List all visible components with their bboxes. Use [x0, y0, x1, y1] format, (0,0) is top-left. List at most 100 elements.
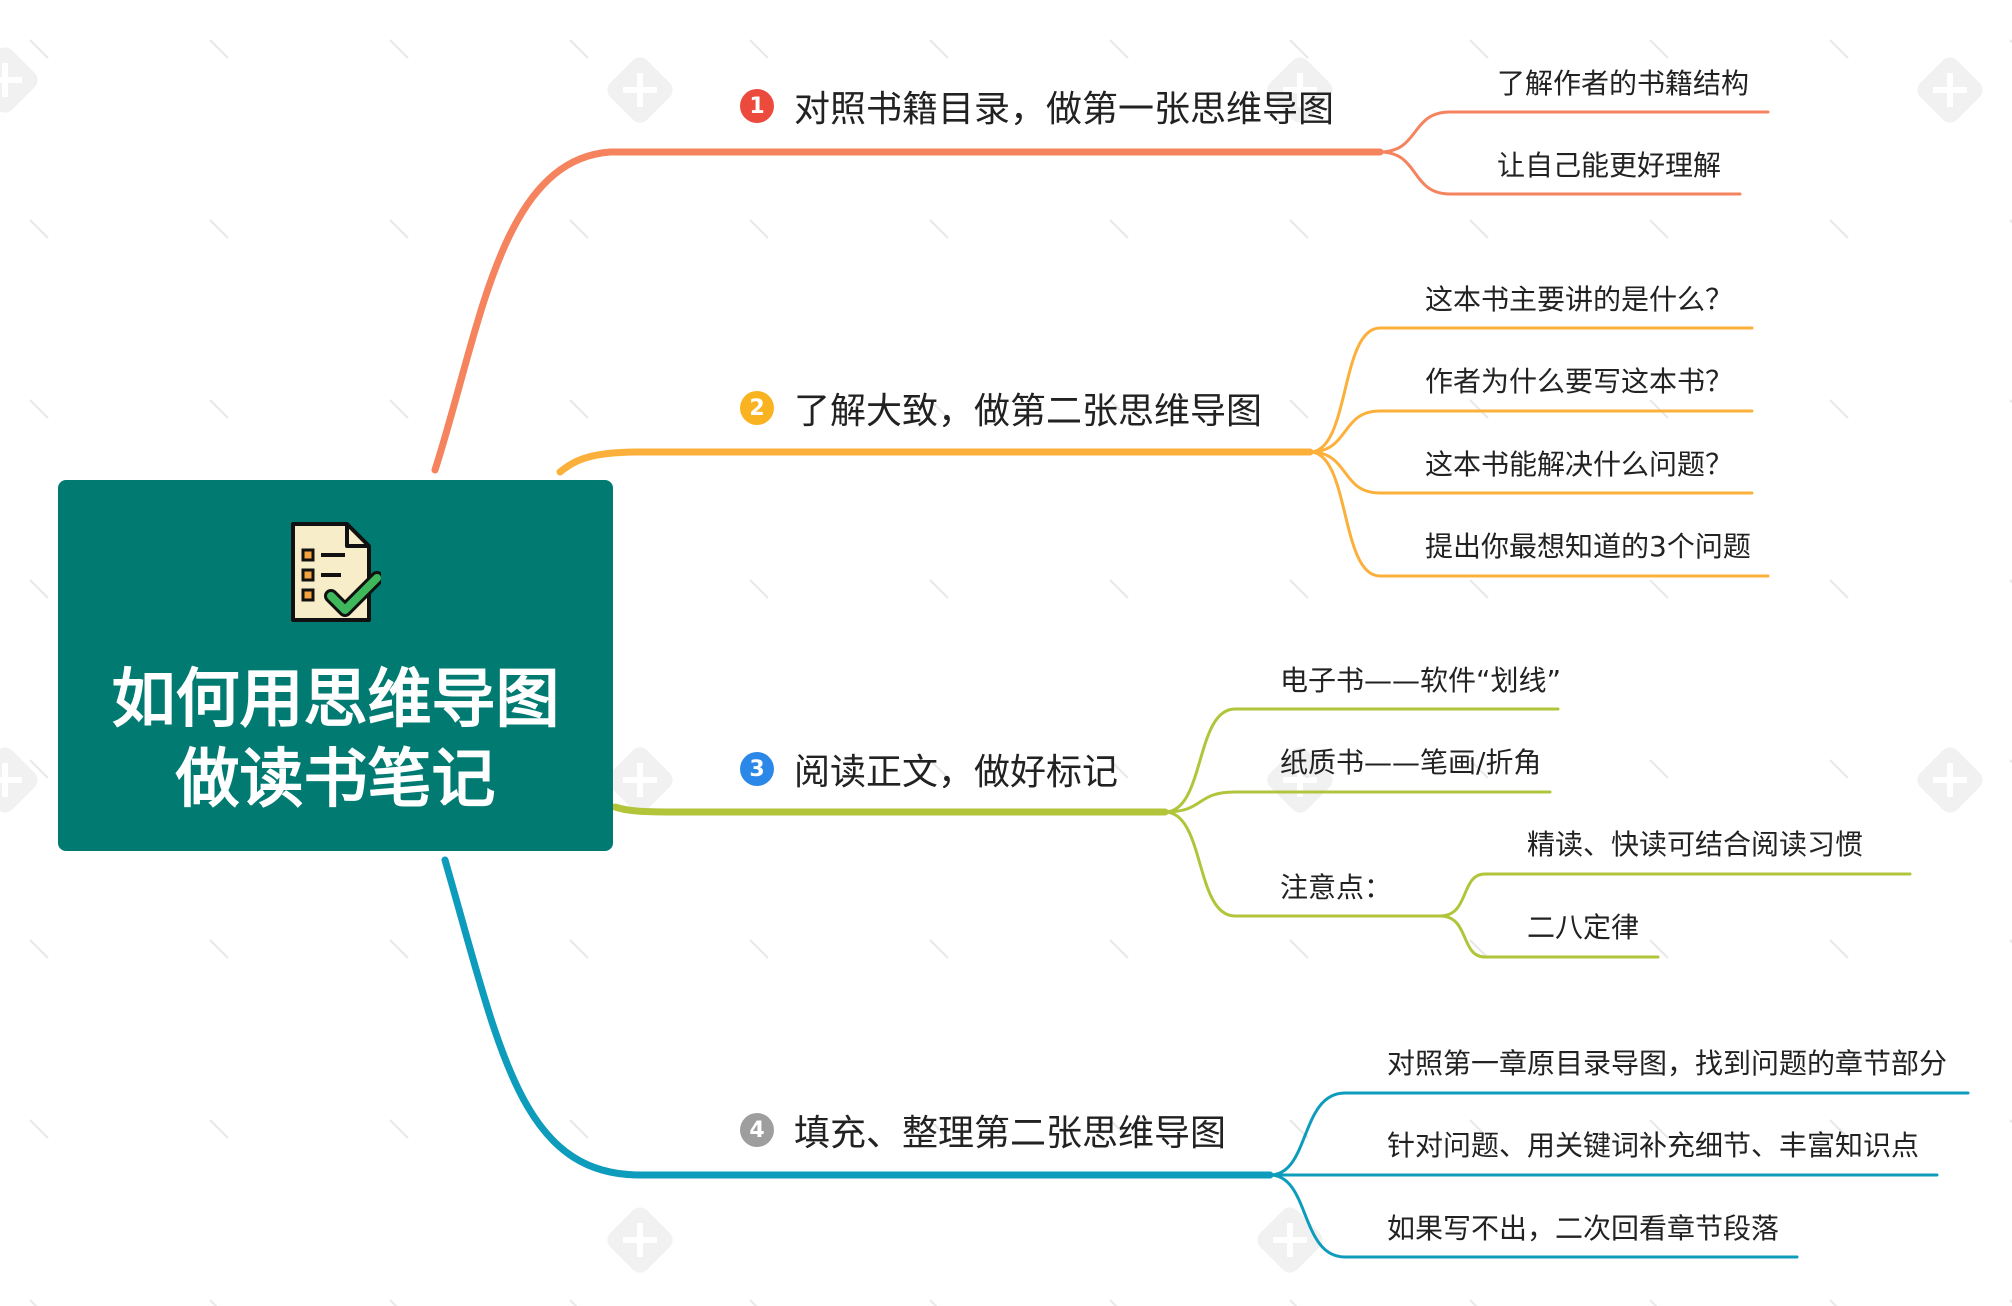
xmind-watermark-icon [1917, 747, 1983, 813]
watermark-stroke [209, 399, 229, 419]
branch-1[interactable]: 1 对照书籍目录，做第一张思维导图 [740, 80, 1334, 132]
watermark-stroke [209, 1119, 229, 1139]
watermark-stroke [1829, 1299, 1838, 1306]
watermark-stroke [569, 1299, 578, 1306]
watermark-stroke [389, 219, 409, 239]
xmind-watermark-icon [607, 747, 673, 813]
branch-3-child-3[interactable]: 注意点： [1280, 871, 1393, 904]
xmind-watermark-icon [1267, 57, 1333, 123]
branch-1-child-2[interactable]: 让自己能更好理解 [1497, 149, 1722, 182]
watermark-stroke [1109, 219, 1129, 239]
watermark-stroke [389, 39, 409, 59]
watermark-stroke [29, 939, 49, 959]
watermark-stroke [1649, 939, 1669, 959]
watermark-stroke [1469, 1119, 1489, 1139]
watermark-stroke [209, 1299, 218, 1306]
branch-4-child-1[interactable]: 对照第一章原目录导图，找到问题的章节部分 [1387, 1047, 1948, 1080]
connector-branch-4-child-3 [1268, 1173, 1799, 1259]
number-badge-3: 3 [740, 752, 774, 786]
watermark-stroke [389, 1299, 398, 1306]
watermark-stroke [1289, 399, 1309, 419]
watermark-stroke [749, 219, 769, 239]
watermark-stroke [29, 399, 49, 419]
connector-branch-3 [611, 803, 1169, 816]
root-topic[interactable]: 如何用思维导图 做读书笔记 [58, 480, 613, 851]
xmind-watermark-icon [0, 747, 38, 813]
watermark-stroke [29, 1119, 49, 1139]
watermark-stroke [749, 939, 769, 959]
branch-3[interactable]: 3 阅读正文，做好标记 [740, 743, 1118, 795]
watermark-stroke [929, 399, 949, 419]
watermark-stroke [929, 759, 949, 779]
connector-branch-3-subchild-2 [1438, 914, 1660, 959]
xmind-watermark-icon [1267, 747, 1333, 813]
watermark-stroke [1469, 39, 1489, 59]
watermark-stroke [29, 39, 49, 59]
watermark-stroke [1109, 939, 1129, 959]
watermark-stroke [1109, 1299, 1118, 1306]
connector-branch-2-child-4 [1308, 450, 1770, 578]
watermark-stroke [1829, 759, 1849, 779]
watermark-stroke [29, 759, 49, 779]
watermark-stroke [1649, 579, 1669, 599]
watermark-stroke [1289, 39, 1309, 59]
checklist-icon [291, 522, 381, 622]
branch-4[interactable]: 4 填充、整理第二张思维导图 [740, 1104, 1226, 1156]
branch-2-label: 了解大致，做第二张思维导图 [794, 391, 1263, 432]
branch-3-subchild-1[interactable]: 精读、快读可结合阅读习惯 [1527, 828, 1864, 861]
watermark-stroke [1109, 759, 1129, 779]
watermark-stroke [929, 219, 949, 239]
watermark-stroke [1649, 1299, 1658, 1306]
watermark-stroke [1469, 399, 1489, 419]
watermark-stroke [1469, 579, 1489, 599]
watermark-stroke [929, 1119, 949, 1139]
watermark-stroke [1649, 1119, 1669, 1139]
watermark-stroke [569, 219, 589, 239]
watermark-stroke [1829, 939, 1849, 959]
watermark-stroke [569, 399, 589, 419]
watermark-stroke [209, 39, 229, 59]
watermark-stroke [1829, 399, 1849, 419]
watermark-stroke [1109, 579, 1129, 599]
branch-4-child-2[interactable]: 针对问题、用关键词补充细节、丰富知识点 [1387, 1129, 1920, 1162]
watermark-stroke [1289, 219, 1309, 239]
branch-1-label: 对照书籍目录，做第一张思维导图 [794, 89, 1335, 130]
connector-branch-3-child-3 [1163, 810, 1442, 918]
branch-2-child-4[interactable]: 提出你最想知道的3个问题 [1425, 530, 1751, 563]
branch-3-subchild-2[interactable]: 二八定律 [1527, 911, 1640, 944]
watermark-stroke [749, 579, 769, 599]
number-badge-1: 1 [740, 89, 774, 123]
branch-3-child-2[interactable]: 纸质书——笔画/折角 [1280, 746, 1542, 779]
watermark-stroke [1649, 759, 1669, 779]
branch-2-child-3[interactable]: 这本书能解决什么问题？ [1425, 448, 1734, 481]
branch-1-child-1[interactable]: 了解作者的书籍结构 [1497, 67, 1750, 100]
watermark-stroke [929, 1299, 938, 1306]
watermark-stroke [1289, 1299, 1298, 1306]
watermark-stroke [1649, 219, 1669, 239]
watermark-stroke [1469, 1299, 1478, 1306]
watermark-stroke [929, 579, 949, 599]
watermark-stroke [1829, 219, 1849, 239]
branch-4-child-3[interactable]: 如果写不出，二次回看章节段落 [1387, 1212, 1780, 1245]
watermark-stroke [29, 219, 49, 239]
watermark-stroke [929, 939, 949, 959]
root-title: 如何用思维导图 做读书笔记 [111, 663, 560, 817]
connector-branch-3-child-2 [1163, 790, 1552, 814]
watermark-stroke [569, 1119, 589, 1139]
branch-3-child-1[interactable]: 电子书——软件“划线” [1280, 664, 1562, 697]
xmind-watermark-icon [1917, 57, 1983, 123]
branch-2-child-1[interactable]: 这本书主要讲的是什么？ [1425, 283, 1734, 316]
branch-2[interactable]: 2 了解大致，做第二张思维导图 [740, 382, 1262, 434]
connector-branch-4-child-1 [1268, 1091, 1970, 1177]
watermark-stroke [749, 1299, 758, 1306]
xmind-watermark-icon [0, 47, 38, 113]
branch-2-child-2[interactable]: 作者为什么要写这本书？ [1425, 365, 1734, 398]
connector-branch-4 [441, 856, 1274, 1179]
connector-branch-2-child-1 [1308, 326, 1754, 454]
watermark-stroke [569, 939, 589, 959]
watermark-stroke [1109, 399, 1129, 419]
watermark-stroke [1829, 579, 1849, 599]
